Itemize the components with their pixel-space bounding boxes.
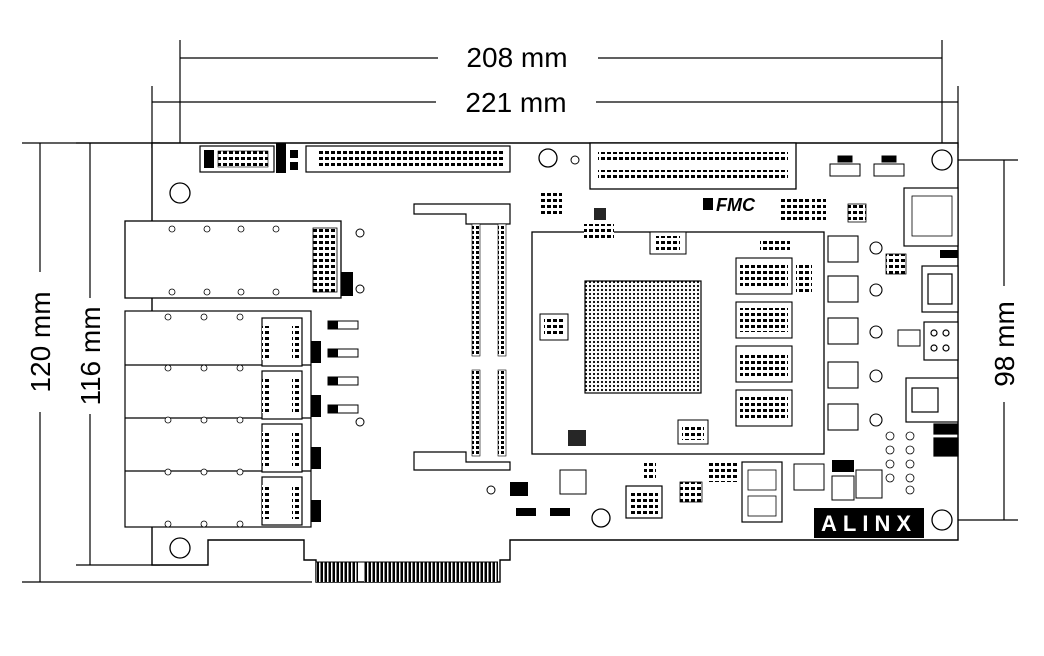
power-pins — [885, 431, 915, 495]
dimension-lines — [22, 40, 1018, 583]
dim-label-221mm: 221 mm — [465, 87, 566, 118]
ddr-sodimm-slot — [413, 203, 511, 471]
pcie-gold-fingers — [316, 561, 498, 582]
gpio-header-40pin — [305, 145, 511, 173]
jtag-header — [199, 143, 298, 173]
sfp-stack-holes — [164, 313, 244, 528]
sfp-cage — [124, 220, 353, 299]
core-board-module — [531, 231, 825, 455]
sd-card-slot — [903, 187, 959, 258]
dim-label-120mm: 120 mm — [25, 291, 56, 392]
push-buttons — [829, 155, 905, 177]
fmc-label: FMC — [716, 195, 756, 215]
dim-label-208mm: 208 mm — [466, 42, 567, 73]
sfp-port-stack — [124, 310, 312, 528]
misc-ics-right — [780, 198, 921, 347]
right-connectors — [905, 265, 959, 457]
small-holes — [355, 155, 580, 495]
alinx-logo-text: ALINX — [821, 511, 917, 536]
power-inductors — [827, 235, 883, 431]
bottom-components — [510, 190, 883, 523]
alinx-logo: ALINX — [814, 508, 924, 538]
dim-label-116mm: 116 mm — [75, 306, 106, 405]
dim-label-98mm: 98 mm — [989, 301, 1020, 387]
sfp-port-pins — [262, 326, 321, 522]
status-leds — [327, 320, 359, 414]
fmc-connector: FMC — [589, 142, 797, 215]
